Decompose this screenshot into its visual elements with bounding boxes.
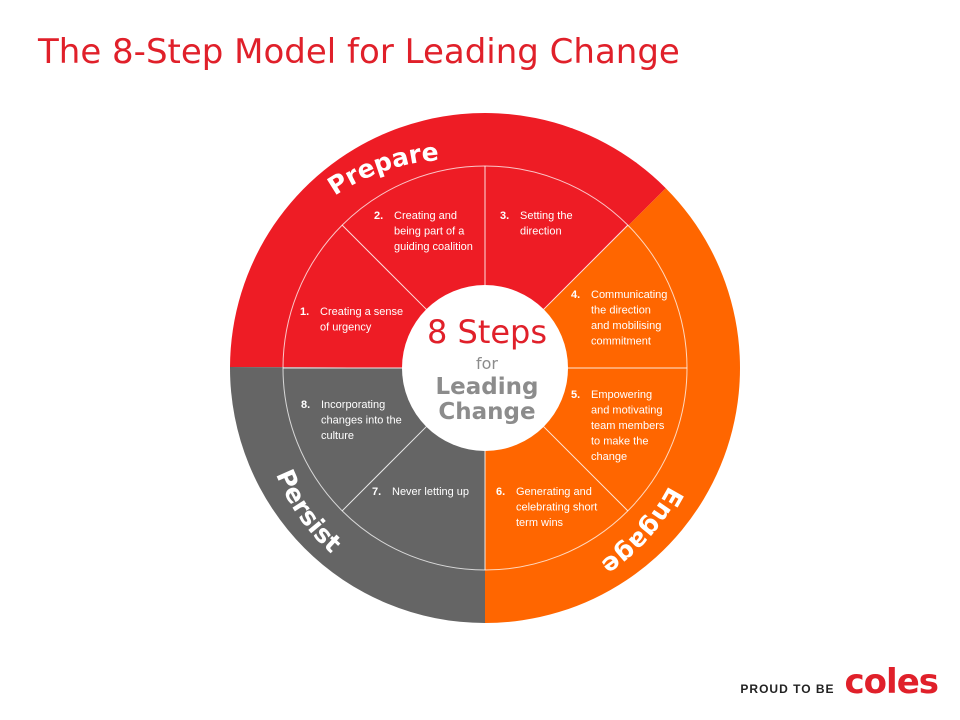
step-text-line: Empowering — [591, 389, 652, 401]
step-number: 1. — [300, 306, 309, 318]
step-text-line: Communicating — [591, 289, 667, 301]
step-text-line: culture — [321, 430, 354, 442]
step-number: 6. — [496, 486, 505, 498]
step-text-line: commitment — [591, 336, 651, 348]
step-text-line: direction — [520, 226, 562, 238]
phase-sectors — [230, 112, 741, 624]
step-text-line: to make the — [591, 436, 648, 448]
step-number: 3. — [500, 210, 509, 222]
step-divider — [543, 426, 629, 512]
step-divider — [543, 224, 629, 310]
step-divider — [341, 224, 427, 310]
step-7-label: 7. Never letting up — [372, 486, 469, 498]
center-title-line1: 8 Steps — [427, 313, 547, 351]
step-5-label: 5. Empowering and motivating team members to… — [571, 389, 665, 463]
step-text-line: celebrating short — [516, 502, 597, 514]
step-text-line: and mobilising — [591, 320, 661, 332]
sector-prepare — [230, 112, 666, 369]
step-text-line: team members — [591, 420, 665, 432]
step-divider — [341, 426, 427, 512]
step-6-label: 6. Generating and celebrating short term wi… — [496, 486, 597, 529]
step-text-line: being part of a — [394, 226, 465, 238]
center-title-line4: Change — [438, 399, 535, 425]
center-circle — [402, 285, 568, 451]
center-title-line3: Leading — [436, 374, 539, 400]
step-8-label: 8. Incorporating changes into the culture — [301, 399, 402, 442]
step-text-line: and motivating — [591, 405, 663, 417]
slide-title: The 8-Step Model for Leading Change — [38, 32, 680, 72]
step-text-line: Generating and — [516, 486, 592, 498]
step-number: 7. — [372, 486, 381, 498]
step-labels: 1. Creating a sense of urgency 2. Creating a… — [300, 210, 667, 529]
coles-logo: coles — [844, 662, 939, 702]
center-title-line2: for — [476, 354, 498, 373]
step-number: 5. — [571, 389, 580, 401]
footer-tagline: PROUD TO BE — [740, 682, 835, 696]
step-text-line: Incorporating — [321, 399, 385, 411]
step-text-line: Creating a sense — [320, 306, 403, 318]
step-2-label: 2. Creating and being part of a guiding coa… — [374, 210, 473, 253]
step-dividers — [282, 165, 688, 571]
step-text-line: the direction — [591, 305, 651, 317]
step-text-line: term wins — [516, 517, 564, 529]
step-text-line: Never letting up — [392, 486, 469, 498]
step-4-label: 4. Communicating the direction and mobilisi… — [571, 289, 667, 348]
step-number: 4. — [571, 289, 580, 301]
footer-branding: PROUD TO BE coles — [740, 662, 939, 702]
step-text-line: of urgency — [320, 322, 372, 334]
sector-engage — [485, 188, 741, 624]
step-number: 2. — [374, 210, 383, 222]
step-text-line: changes into the — [321, 415, 402, 427]
step-text-line: Creating and — [394, 210, 457, 222]
step-1-label: 1. Creating a sense of urgency — [300, 306, 403, 334]
step-3-label: 3. Setting the direction — [500, 210, 573, 238]
step-text-line: change — [591, 451, 627, 463]
step-text-line: Setting the — [520, 210, 573, 222]
step-number: 8. — [301, 399, 310, 411]
step-text-line: guiding coalition — [394, 241, 473, 253]
